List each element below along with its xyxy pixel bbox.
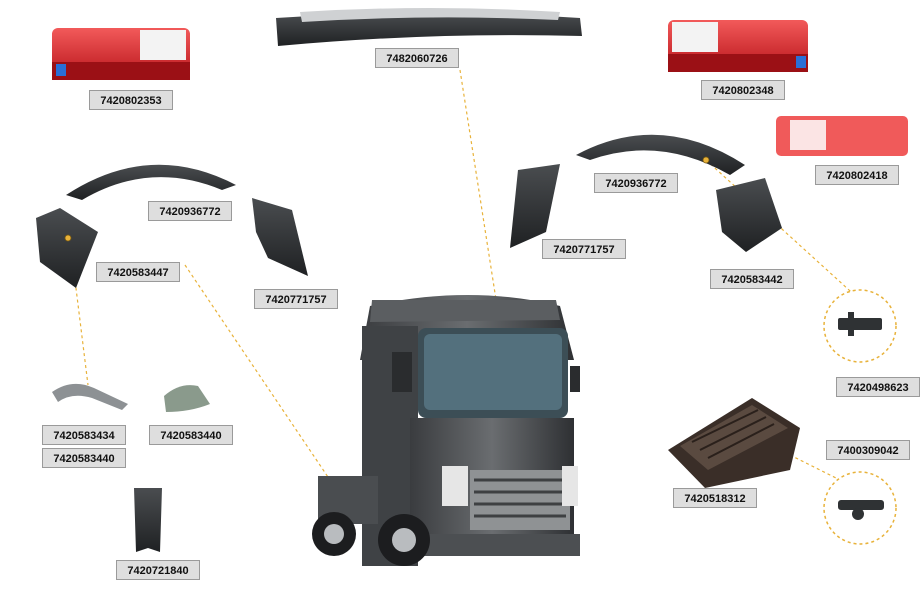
label-clip: 7420498623	[836, 377, 920, 397]
label-clamp: 7420583440	[149, 425, 233, 445]
label-mudflap-right-rear: 7420583442	[710, 269, 794, 289]
label-holder: 7420721840	[116, 560, 200, 580]
label-mudflap-left-front: 7420583447	[96, 262, 180, 282]
mudflap-left-front-part	[36, 208, 98, 288]
label-tail-lamp-right: 7420802348	[701, 80, 785, 100]
label-tail-lamp-left: 7420802353	[89, 90, 173, 110]
label-bracket-b: 7420583440	[42, 448, 126, 468]
tail-lamp-left	[52, 28, 190, 80]
mudflap-right-rear-part	[716, 178, 782, 252]
clamp-part	[164, 385, 210, 412]
label-fastener: 7400309042	[826, 440, 910, 460]
mudguard-left-part	[66, 164, 236, 200]
label-mudguard-left: 7420936772	[148, 201, 232, 221]
label-bumper: 7482060726	[375, 48, 459, 68]
bracket-part	[52, 383, 128, 410]
bumper-part	[276, 8, 582, 46]
label-step: 7420518312	[673, 488, 757, 508]
clip-callout	[823, 289, 897, 363]
label-bracket-a: 7420583434	[42, 425, 126, 445]
step-part	[668, 398, 800, 488]
holder-part	[134, 488, 162, 552]
label-mudflap-right-front: 7420771757	[542, 239, 626, 259]
label-mudguard-right: 7420936772	[594, 173, 678, 193]
lamp-lens	[776, 116, 908, 156]
mudguard-right-part	[576, 134, 745, 175]
label-mudflap-left-rear: 7420771757	[254, 289, 338, 309]
fastener-callout	[823, 471, 897, 545]
truck-illustration	[312, 295, 580, 566]
mudflap-right-front-part	[510, 164, 560, 248]
label-lamp-lens: 7420802418	[815, 165, 899, 185]
tail-lamp-right	[668, 20, 808, 72]
mudflap-left-rear-part	[252, 198, 308, 276]
